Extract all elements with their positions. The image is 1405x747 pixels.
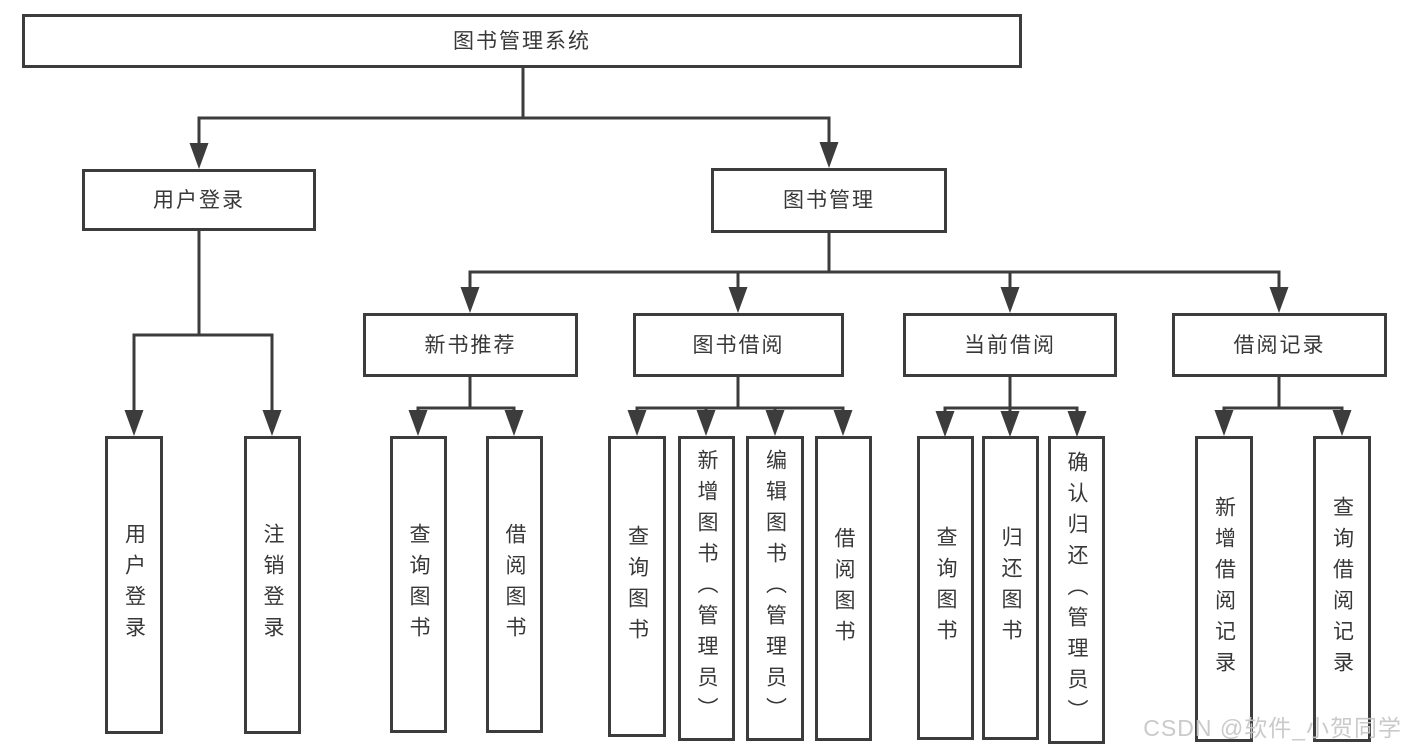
leaf-logout-login: 注销登录	[244, 436, 301, 734]
leaf-borrowing-edit-book-admin: 编辑图书（管理员）	[746, 436, 804, 741]
node-book-borrowing: 图书借阅	[633, 313, 844, 377]
leaf-current-return-book: 归还图书	[982, 436, 1039, 740]
leaf-recommend-query-book: 查询图书	[390, 436, 447, 733]
leaf-recommend-borrow-book: 借阅图书	[486, 436, 543, 733]
leaf-user-login: 用户登录	[105, 436, 163, 734]
leaf-current-confirm-return-admin: 确认归还（管理员）	[1048, 436, 1105, 744]
node-borrowing-records: 借阅记录	[1172, 313, 1387, 377]
leaf-borrowing-borrow-book: 借阅图书	[815, 436, 872, 741]
node-current-borrowing: 当前借阅	[903, 313, 1117, 377]
node-book-management: 图书管理	[711, 168, 947, 233]
node-user-login: 用户登录	[82, 169, 316, 231]
csdn-watermark: CSDN @软件_小贺同学	[1143, 715, 1402, 741]
leaf-borrowing-add-book-admin: 新增图书（管理员）	[678, 436, 735, 741]
node-new-book-recommend: 新书推荐	[363, 313, 578, 377]
node-root: 图书管理系统	[22, 14, 1022, 68]
leaf-records-query-record: 查询借阅记录	[1313, 436, 1371, 742]
leaf-records-add-record: 新增借阅记录	[1195, 436, 1253, 742]
leaf-borrowing-query-book: 查询图书	[608, 436, 666, 737]
leaf-current-query-book: 查询图书	[917, 436, 974, 740]
